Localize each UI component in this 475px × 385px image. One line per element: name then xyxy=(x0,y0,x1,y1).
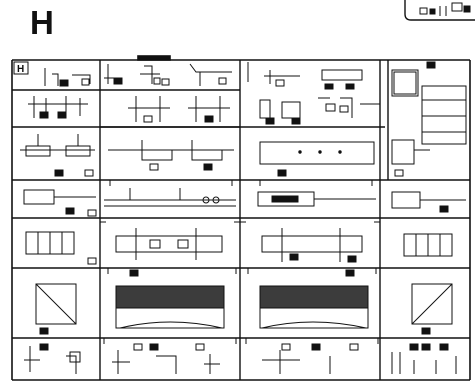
row-5-parts xyxy=(25,228,453,265)
row-3-parts xyxy=(20,134,375,177)
row-6-parts xyxy=(35,269,453,335)
frame-tag: H xyxy=(13,61,29,75)
row-2-parts xyxy=(28,96,380,125)
frame-tag-label: H xyxy=(17,64,24,75)
adjacent-sprue-fragment xyxy=(404,0,475,21)
row-7-parts xyxy=(24,343,457,374)
sprue-frame xyxy=(11,55,471,381)
sprue-gate-icon xyxy=(100,180,380,344)
right-column-panels xyxy=(391,61,467,177)
inner-runners xyxy=(12,60,470,380)
sprue-heading: H xyxy=(30,4,54,41)
row-1-parts xyxy=(44,62,363,90)
row-4-parts xyxy=(23,188,466,217)
